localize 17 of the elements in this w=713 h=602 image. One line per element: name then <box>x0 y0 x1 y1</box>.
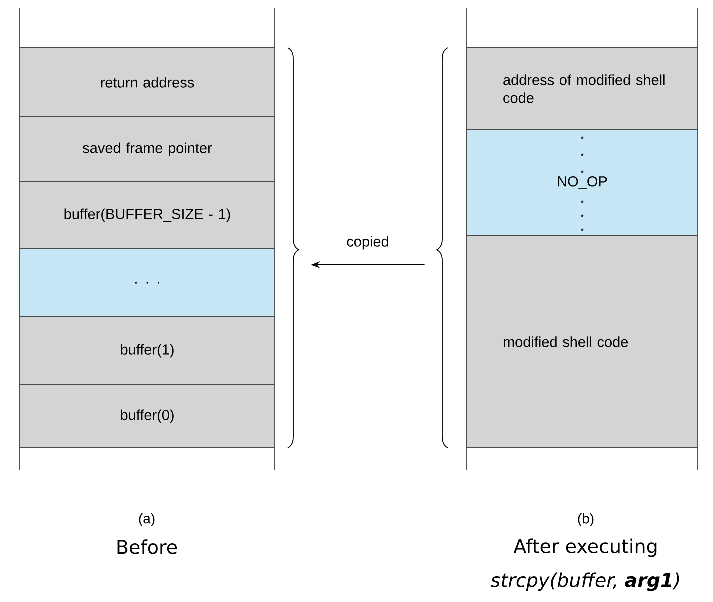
stack-cell: NO_OP <box>466 130 698 236</box>
caption: strcpy(buffer, arg1) <box>491 572 680 592</box>
stack-cell: address of modified shell code <box>466 48 698 130</box>
stack-cell: buffer(BUFFER_SIZE - 1) <box>20 182 276 250</box>
panel-label: (b) <box>578 513 594 527</box>
curly-brace <box>288 48 300 448</box>
stack-cell: buffer(0) <box>20 384 276 448</box>
stack-cell: modified shell code <box>466 236 698 448</box>
edge-label: copied <box>347 236 388 250</box>
stack-cell: . . . <box>20 248 276 318</box>
curly-brace <box>436 48 448 448</box>
caption: Before <box>118 540 178 554</box>
stack-cell: return address <box>20 48 276 118</box>
stack-cell: saved frame pointer <box>20 116 276 182</box>
caption: After executing <box>514 538 657 558</box>
panel-label: (a) <box>139 513 155 527</box>
stack-cell: buffer(1) <box>20 316 276 386</box>
